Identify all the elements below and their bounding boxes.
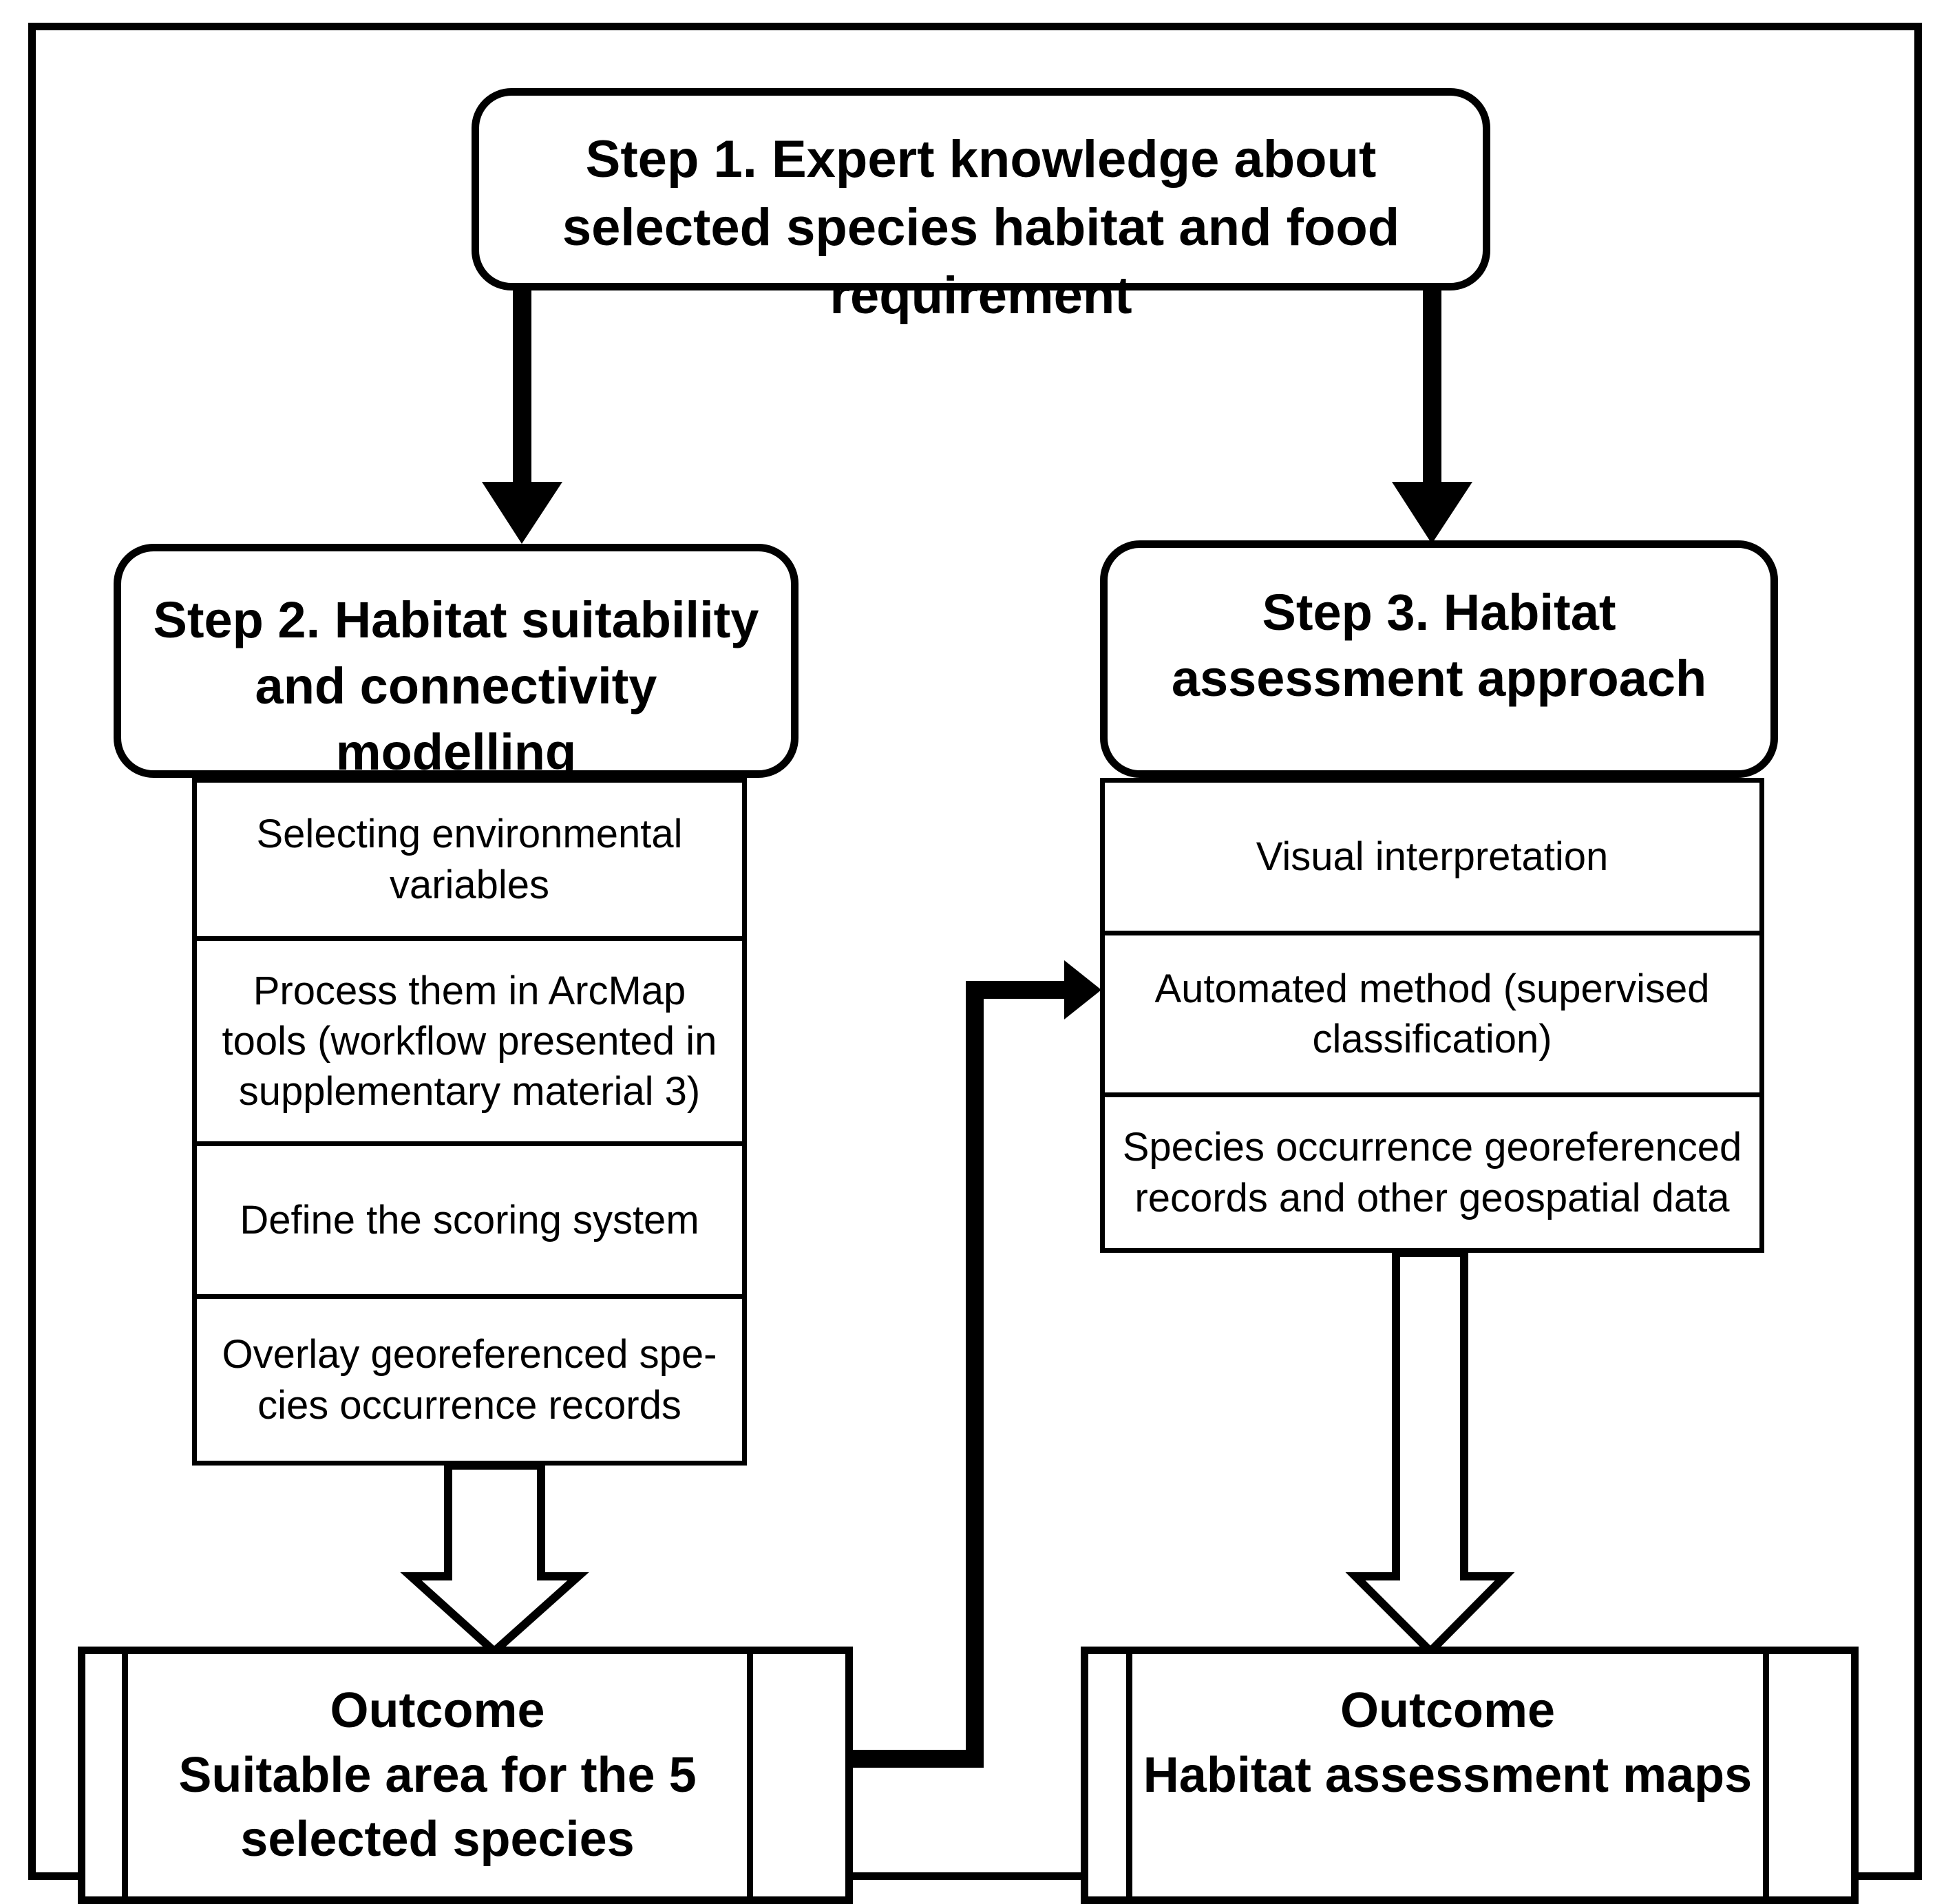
outcome-right-right-bar xyxy=(1763,1654,1851,1896)
outcome-left-content: Outcome Suitable area for the 5 selected… xyxy=(128,1654,747,1896)
outcome-right-bar xyxy=(747,1654,845,1896)
step2-item-label: Process them in ArcMap tools (workflow p… xyxy=(222,968,717,1114)
step3-item-label: Automated method (supervised classificat… xyxy=(1154,966,1710,1061)
outcome-left-heading: Outcome xyxy=(330,1683,545,1738)
outcome-right-content: Outcome Habitat assessment maps xyxy=(1132,1654,1763,1896)
step3-box[interactable]: Step 3. Habitat assessment approach xyxy=(1100,540,1778,778)
step3-item-label: Species occurrence georeferenced records… xyxy=(1122,1125,1742,1220)
outcome-left-body: Suitable area for the 5 selected species xyxy=(178,1747,697,1868)
step1-box[interactable]: Step 1. Expert knowledge about selected … xyxy=(472,88,1490,325)
step2-list-item[interactable]: Process them in ArcMap tools (workflow p… xyxy=(197,941,742,1146)
outcome-right-body: Habitat assessment maps xyxy=(1143,1747,1753,1803)
step2-label: Step 2. Habitat suitability and connecti… xyxy=(153,591,759,781)
step3-list-item[interactable]: Automated method (supervised classificat… xyxy=(1105,935,1759,1097)
step2-list-item[interactable]: Selecting environmental variables xyxy=(197,783,742,941)
step2-item-label: Selecting environmental variables xyxy=(256,812,683,907)
outcome-right-heading: Outcome xyxy=(1340,1683,1556,1738)
step3-item-list: Visual interpretation Automated method (… xyxy=(1100,778,1764,1253)
step2-list-item[interactable]: Define the scoring system xyxy=(197,1146,742,1299)
step2-item-label: Overlay georeferenced spe-cies occurrenc… xyxy=(222,1332,717,1428)
step2-item-list: Selecting environmental variables Proces… xyxy=(192,778,747,1466)
figure-frame xyxy=(28,23,1922,1880)
step3-label: Step 3. Habitat assessment approach xyxy=(1171,584,1707,708)
step2-box[interactable]: Step 2. Habitat suitability and connecti… xyxy=(114,544,799,781)
outcome-right-box[interactable]: Outcome Habitat assessment maps xyxy=(1081,1647,1859,1904)
outcome-right-left-bar xyxy=(1088,1654,1132,1896)
step2-item-label: Define the scoring system xyxy=(240,1197,699,1242)
step2-list-item[interactable]: Overlay georeferenced spe-cies occurrenc… xyxy=(197,1299,742,1461)
step3-list-item[interactable]: Species occurrence georeferenced records… xyxy=(1105,1097,1759,1248)
step1-label: Step 1. Expert knowledge about selected … xyxy=(562,130,1400,325)
step3-list-item[interactable]: Visual interpretation xyxy=(1105,783,1759,935)
outcome-left-box[interactable]: Outcome Suitable area for the 5 selected… xyxy=(78,1647,853,1904)
step3-item-label: Visual interpretation xyxy=(1256,834,1609,879)
outcome-left-bar xyxy=(85,1654,128,1896)
